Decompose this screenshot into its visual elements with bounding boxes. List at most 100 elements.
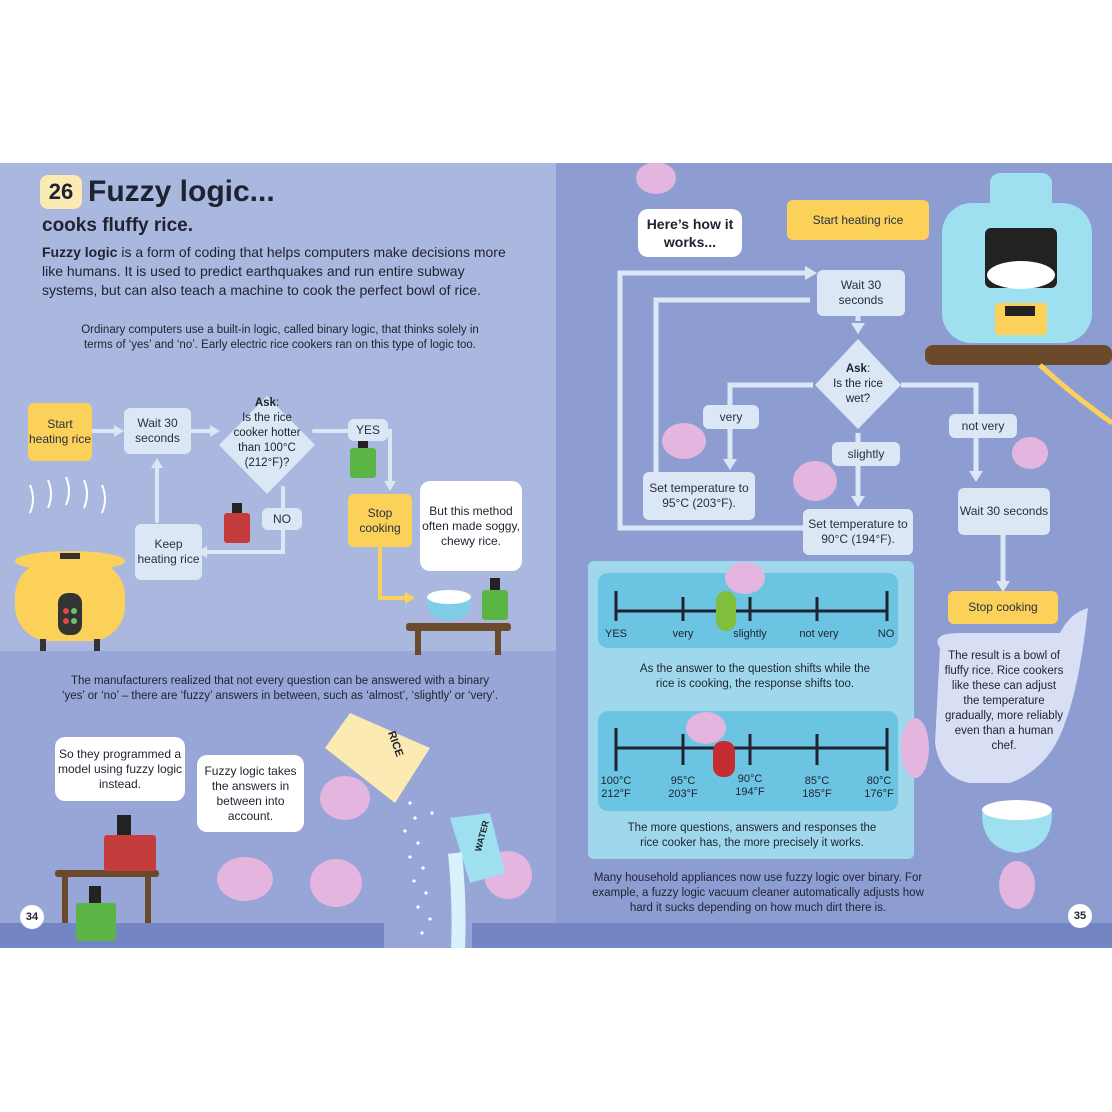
fuzzy-note: The manufacturers realized that not ever… xyxy=(61,675,499,702)
scale-1-caption: As the answer to the question shifts whi… xyxy=(639,663,871,690)
rice-grains xyxy=(403,801,434,935)
brain-character xyxy=(636,163,676,194)
section-number: 26 xyxy=(48,179,74,204)
scale-1-label: YES xyxy=(604,628,627,640)
intro-bold: Fuzzy logic xyxy=(42,244,118,260)
rice-bag xyxy=(325,713,430,803)
scale-1-line xyxy=(614,591,889,621)
flow-keep: Keep heating rice xyxy=(135,524,202,580)
brain-character xyxy=(725,562,765,594)
arrow xyxy=(727,382,813,459)
scale-1-label: not very xyxy=(799,628,839,640)
green-chip-character xyxy=(482,590,508,620)
brain-character xyxy=(686,712,726,744)
brain-character xyxy=(217,857,273,901)
floor-strip xyxy=(472,923,1112,948)
intro-text: is a form of coding that helps computers… xyxy=(42,244,506,298)
scale-1-label: NO xyxy=(877,628,895,640)
arrow-head xyxy=(197,546,207,558)
loop-arrow xyxy=(617,270,810,531)
arrow-head xyxy=(405,592,415,604)
flow-no: NO xyxy=(262,508,302,530)
flow-start: Start heating rice xyxy=(28,403,92,461)
arrow-head xyxy=(969,471,983,482)
scale-2-marker xyxy=(713,741,735,777)
arrow-head xyxy=(851,496,865,507)
arrow-head xyxy=(151,458,163,468)
flow-wait-2: Wait 30 seconds xyxy=(958,488,1050,535)
page-title: Fuzzy logic... xyxy=(88,175,275,208)
number-tab xyxy=(40,175,82,209)
appliances-note: Many household appliances now use fuzzy … xyxy=(592,872,924,914)
loop-arrow xyxy=(653,297,810,475)
answer-slightly: slightly xyxy=(832,442,900,466)
flow-ask: Ask:Is the rice cooker hotter than 100°C… xyxy=(233,397,301,469)
fuzzy-bubble: Fuzzy logic takes the answers in between… xyxy=(197,755,304,832)
arrow xyxy=(378,545,405,600)
rice-bowl xyxy=(982,813,1052,853)
ask-label: Ask xyxy=(845,363,867,375)
scale-1-label: slightly xyxy=(733,628,767,640)
book-spread: 26 Fuzzy logic... cooks fluffy rice. Fuz… xyxy=(0,163,1112,948)
binary-note: Ordinary computers use a built-in logic,… xyxy=(81,324,479,351)
red-chip-character xyxy=(104,835,156,871)
brain-character xyxy=(999,861,1035,909)
arrow-head xyxy=(851,323,865,334)
machine-rice-cooker-illustration xyxy=(925,173,1112,426)
brain-character xyxy=(793,461,837,501)
flow-wait: Wait 30 seconds xyxy=(124,408,191,454)
left-illustrations xyxy=(15,163,1112,948)
brain-character xyxy=(310,859,362,907)
result-text: The result is a bowl of fluffy rice. Ric… xyxy=(944,650,1064,752)
model-bubble: So they programmed a model using fuzzy l… xyxy=(55,737,185,801)
flow-start: Start heating rice xyxy=(787,200,929,240)
intro-paragraph: Fuzzy logic is a form of coding that hel… xyxy=(42,243,512,300)
arrow-head xyxy=(384,481,396,491)
decision-diamond xyxy=(815,339,901,429)
scale-2-line xyxy=(614,728,889,771)
water-jug xyxy=(450,813,505,883)
brain-character xyxy=(662,423,706,459)
brain-character xyxy=(1012,437,1048,469)
red-chip-character xyxy=(224,513,250,543)
water-stream xyxy=(448,852,466,948)
brain-character xyxy=(320,776,370,820)
arrow-head xyxy=(114,425,124,437)
ask-question: Is the rice cooker hotter than 100°C (21… xyxy=(233,412,301,469)
arrow-head xyxy=(805,266,817,280)
brain-character xyxy=(901,718,929,778)
answer-very: very xyxy=(703,405,759,429)
soggy-bubble: But this method often made soggy, chewy … xyxy=(420,481,522,571)
flow-yes: YES xyxy=(348,419,388,441)
flow-ask: Ask:Is the rice wet? xyxy=(833,363,883,405)
set-95: Set temperature to 95°C (203°F). xyxy=(643,472,755,520)
arrow xyxy=(312,429,392,483)
page-subtitle: cooks fluffy rice. xyxy=(42,215,193,236)
green-chip-character xyxy=(76,903,116,941)
flow-wait-1: Wait 30 seconds xyxy=(817,270,905,316)
arrow-head xyxy=(210,425,220,437)
ask-label: Ask xyxy=(254,397,276,409)
flow-stop: Stop cooking xyxy=(348,494,412,547)
answer-not-very: not very xyxy=(949,414,1017,438)
rice-cooker-illustration xyxy=(15,476,125,651)
arrow-head xyxy=(996,581,1010,592)
scale-1-marker xyxy=(716,591,736,631)
ask-question: Is the rice wet? xyxy=(833,378,883,405)
scale-1-label: very xyxy=(672,628,694,640)
scale-2-caption: The more questions, answers and response… xyxy=(627,822,877,849)
table xyxy=(406,623,511,631)
table xyxy=(55,870,159,877)
arrow xyxy=(901,382,979,471)
green-chip-character xyxy=(350,448,376,478)
scale-bar-2 xyxy=(598,711,898,811)
how-it-works-bubble: Here’s how it works... xyxy=(638,209,742,257)
flow-stop: Stop cooking xyxy=(948,591,1058,624)
set-90: Set temperature to 90°C (194°F). xyxy=(803,509,913,555)
arrow-head xyxy=(723,459,737,470)
rice-bowl xyxy=(427,599,471,621)
